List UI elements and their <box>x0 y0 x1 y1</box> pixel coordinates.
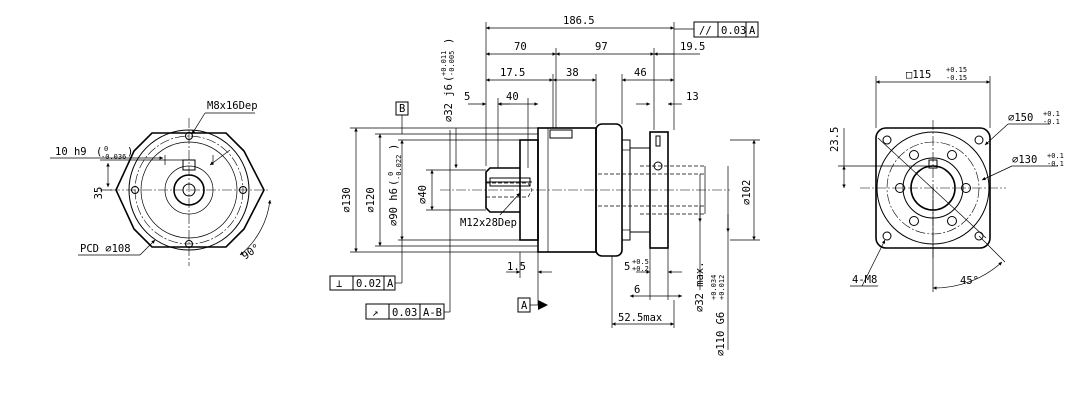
bore-label: ∅110 G6 <box>715 312 727 356</box>
svg-text:-0.15: -0.15 <box>946 74 967 82</box>
side-view: 186.5 70 97 19.5 17.5 38 46 5 40 13 ∅130… <box>329 15 760 356</box>
dim-40: 40 <box>506 91 519 103</box>
svg-text:+0.2: +0.2 <box>632 265 649 273</box>
right-hole-1 <box>909 150 919 160</box>
left-height-label: 35 <box>93 187 105 200</box>
svg-text:+0.012: +0.012 <box>718 275 726 300</box>
left-pcd-label: PCD ∅108 <box>80 243 131 255</box>
shaft-dia-label: ∅32 j6 <box>443 84 455 122</box>
svg-text:+0.034: +0.034 <box>710 275 718 300</box>
right-hole-6 <box>947 216 957 226</box>
right-end-view: □115 +0.15 -0.15 23.5 ∅150 +0.1 -0.1 ∅13… <box>829 66 1064 292</box>
pilot-label: ∅90 h6 <box>388 188 400 226</box>
dim-17-5: 17.5 <box>500 67 525 79</box>
flange-screw <box>549 129 573 139</box>
dia-32-max-label: ∅32 max. <box>694 261 706 312</box>
left-key <box>182 159 196 171</box>
dim-overall: 186.5 <box>563 15 595 27</box>
angle-45-label: 45° <box>960 275 979 287</box>
svg-text:0.03: 0.03 <box>392 307 417 319</box>
svg-text://: // <box>699 25 712 37</box>
dia-130-right-label: ∅130 <box>1012 154 1037 166</box>
right-corner-hole-tr <box>974 135 984 145</box>
right-hole-3 <box>895 183 905 193</box>
dim-23-5: 23.5 <box>829 127 841 152</box>
svg-text:A: A <box>749 25 756 37</box>
svg-text:-0.1: -0.1 <box>1047 160 1064 168</box>
svg-text:A: A <box>387 278 394 290</box>
right-hole-4 <box>961 183 971 193</box>
svg-text:-0.022: -0.022 <box>395 155 403 180</box>
dia-130-label: ∅130 <box>341 187 353 212</box>
right-corner-hole-bl <box>882 231 892 241</box>
svg-text:): ) <box>127 146 133 158</box>
svg-text:+0.1: +0.1 <box>1043 110 1060 118</box>
dim-5-bottom: 5 <box>624 261 630 273</box>
svg-text:0.02: 0.02 <box>356 278 381 290</box>
left-keyway-label: 10 h9 <box>55 146 87 158</box>
right-hole-2 <box>947 150 957 160</box>
svg-text:0.03: 0.03 <box>721 25 746 37</box>
svg-text:(: ( <box>388 180 400 186</box>
svg-text:⊥: ⊥ <box>336 278 342 290</box>
dim-6: 6 <box>634 284 640 296</box>
svg-text:0: 0 <box>104 145 108 153</box>
svg-text:): ) <box>388 144 400 150</box>
dim-97: 97 <box>595 41 608 53</box>
svg-text:(: ( <box>443 76 455 82</box>
dia-102-label: ∅102 <box>741 180 753 205</box>
dim-13: 13 <box>686 91 699 103</box>
right-corner-hole-br <box>974 231 984 241</box>
svg-text:A-B: A-B <box>423 307 442 319</box>
dim-38: 38 <box>566 67 579 79</box>
right-corner-hole-tl <box>882 135 892 145</box>
fcf-perp <box>329 275 396 291</box>
datum-b: B <box>399 103 405 115</box>
left-angle-label: 90° <box>240 242 262 263</box>
dia-40-label: ∅40 <box>417 185 429 204</box>
square-label: □115 <box>906 69 931 81</box>
dia-120-label: ∅120 <box>365 187 377 212</box>
dim-max-length: 52.5max <box>618 312 662 324</box>
svg-text:0: 0 <box>387 172 395 176</box>
left-end-view: 35 10 h9 ( 0 -0.036 ) M8x16Dep PCD ∅108 … <box>50 100 272 266</box>
dim-19-5: 19.5 <box>680 41 705 53</box>
svg-text:+0.5: +0.5 <box>632 258 649 266</box>
dim-5: 5 <box>464 91 470 103</box>
left-thread-label: M8x16Dep <box>207 100 258 112</box>
fcf-runout <box>365 303 445 320</box>
holes-label: 4-M8 <box>852 274 877 286</box>
dim-70: 70 <box>514 41 527 53</box>
right-hole-5 <box>909 216 919 226</box>
svg-text:↗: ↗ <box>372 307 378 319</box>
tap-label: M12x28Dep <box>460 217 517 229</box>
svg-text:+0.15: +0.15 <box>946 66 967 74</box>
dim-1-5: 1.5 <box>507 261 526 273</box>
right-keyway <box>928 159 938 169</box>
svg-text:+0.011: +0.011 <box>440 51 448 76</box>
svg-text:+0.1: +0.1 <box>1047 152 1064 160</box>
svg-text:-0.036: -0.036 <box>101 153 126 161</box>
dia-150-label: ∅150 <box>1008 112 1033 124</box>
dim-46: 46 <box>634 67 647 79</box>
datum-a: A <box>521 300 528 312</box>
left-flange-outline <box>115 132 265 248</box>
datum-a-box <box>517 297 531 313</box>
svg-text:(: ( <box>96 146 102 158</box>
svg-text:): ) <box>443 38 455 44</box>
fcf-parallel <box>693 21 759 38</box>
svg-text:-0.1: -0.1 <box>1043 118 1060 126</box>
svg-text:-0.005: -0.005 <box>448 51 456 76</box>
